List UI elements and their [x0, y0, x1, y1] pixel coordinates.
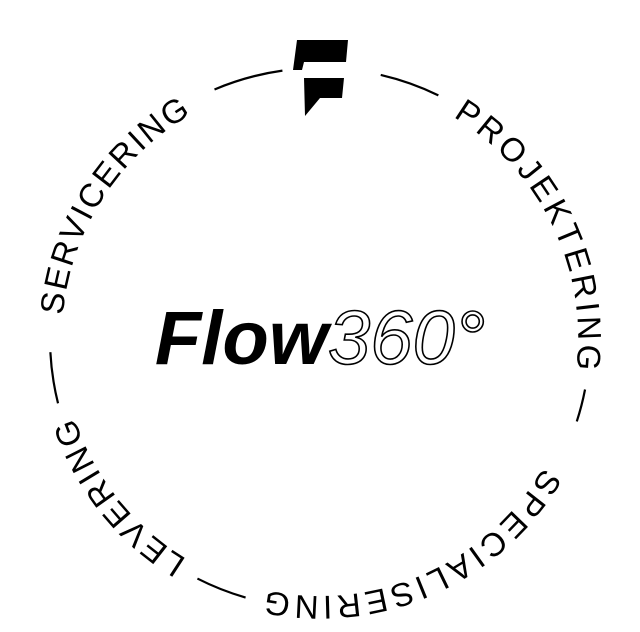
- flow-f-logo-icon: [293, 40, 348, 116]
- ring-divider-line: [49, 352, 60, 404]
- brand-name-outline: 360°: [328, 296, 485, 381]
- ring-divider-line: [380, 73, 439, 97]
- brand-name-solid: Flow: [155, 296, 333, 381]
- ring-dividers: [49, 69, 587, 599]
- ring-divider-line: [575, 389, 587, 422]
- brand-wordmark: Flow360°: [155, 296, 485, 381]
- ring-divider-line: [214, 69, 283, 91]
- ring-label-specialisering: SPECIALISERING: [261, 464, 569, 627]
- ring-divider-line: [196, 577, 246, 599]
- ring-label-servicering: SERVICERING: [33, 89, 195, 316]
- ring-label-levering: LEVERING: [46, 415, 191, 584]
